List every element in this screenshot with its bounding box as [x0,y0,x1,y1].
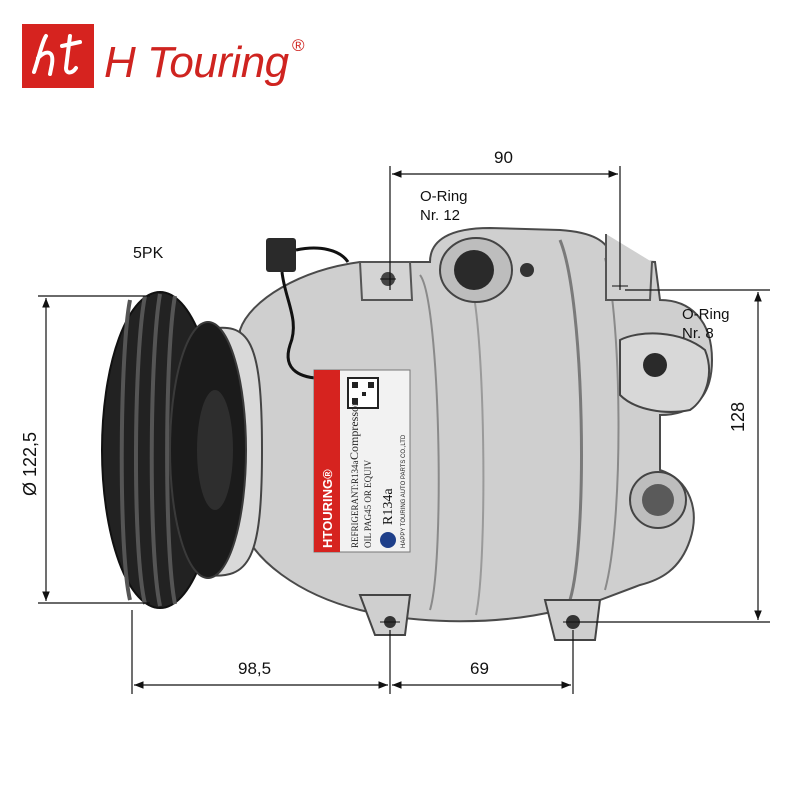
dim-bottom-right: 69 [470,659,489,678]
label-refrigerant: REFRIGERANT:R134a [350,460,360,548]
brand-logo-mark [22,24,94,88]
oring-top-note: O-Ring Nr. 12 [420,187,468,225]
dim-height-right: 128 [728,401,748,432]
gas-badge-icon [380,532,396,548]
label-gas: R134a [381,488,396,525]
label-product: Compressor [347,402,361,460]
oring-top-line1: O-Ring [420,188,468,205]
dim-pulley-diameter: Ø 122,5 [20,431,40,496]
label-brand: HTOURING® [320,469,335,548]
centerline-marks [380,278,628,623]
oring-right-line2: Nr. 8 [682,325,714,342]
registered-mark: ® [292,36,305,55]
ht-monogram-icon [32,34,82,76]
connector-wire [266,238,350,380]
dimension-lines [38,166,770,694]
pulley [101,291,264,609]
brand-name: H Touring [104,38,289,87]
label-oil: OIL PAG45 OR EQUIV [363,459,373,548]
dim-top-width: 90 [494,148,513,167]
oring-top-line2: Nr. 12 [420,207,461,224]
belt-note: 5PK [133,245,164,262]
dim-bottom-left: 98,5 [238,659,272,678]
oring-right-line1: O-Ring [682,306,730,323]
label-maker: HAPPY TOURING AUTO PARTS CO.,LTD [401,434,407,548]
product-label: HTOURING® Compressor REFRIGERANT:R134a O… [313,369,411,553]
oring-right-note: O-Ring Nr. 8 [682,305,730,343]
